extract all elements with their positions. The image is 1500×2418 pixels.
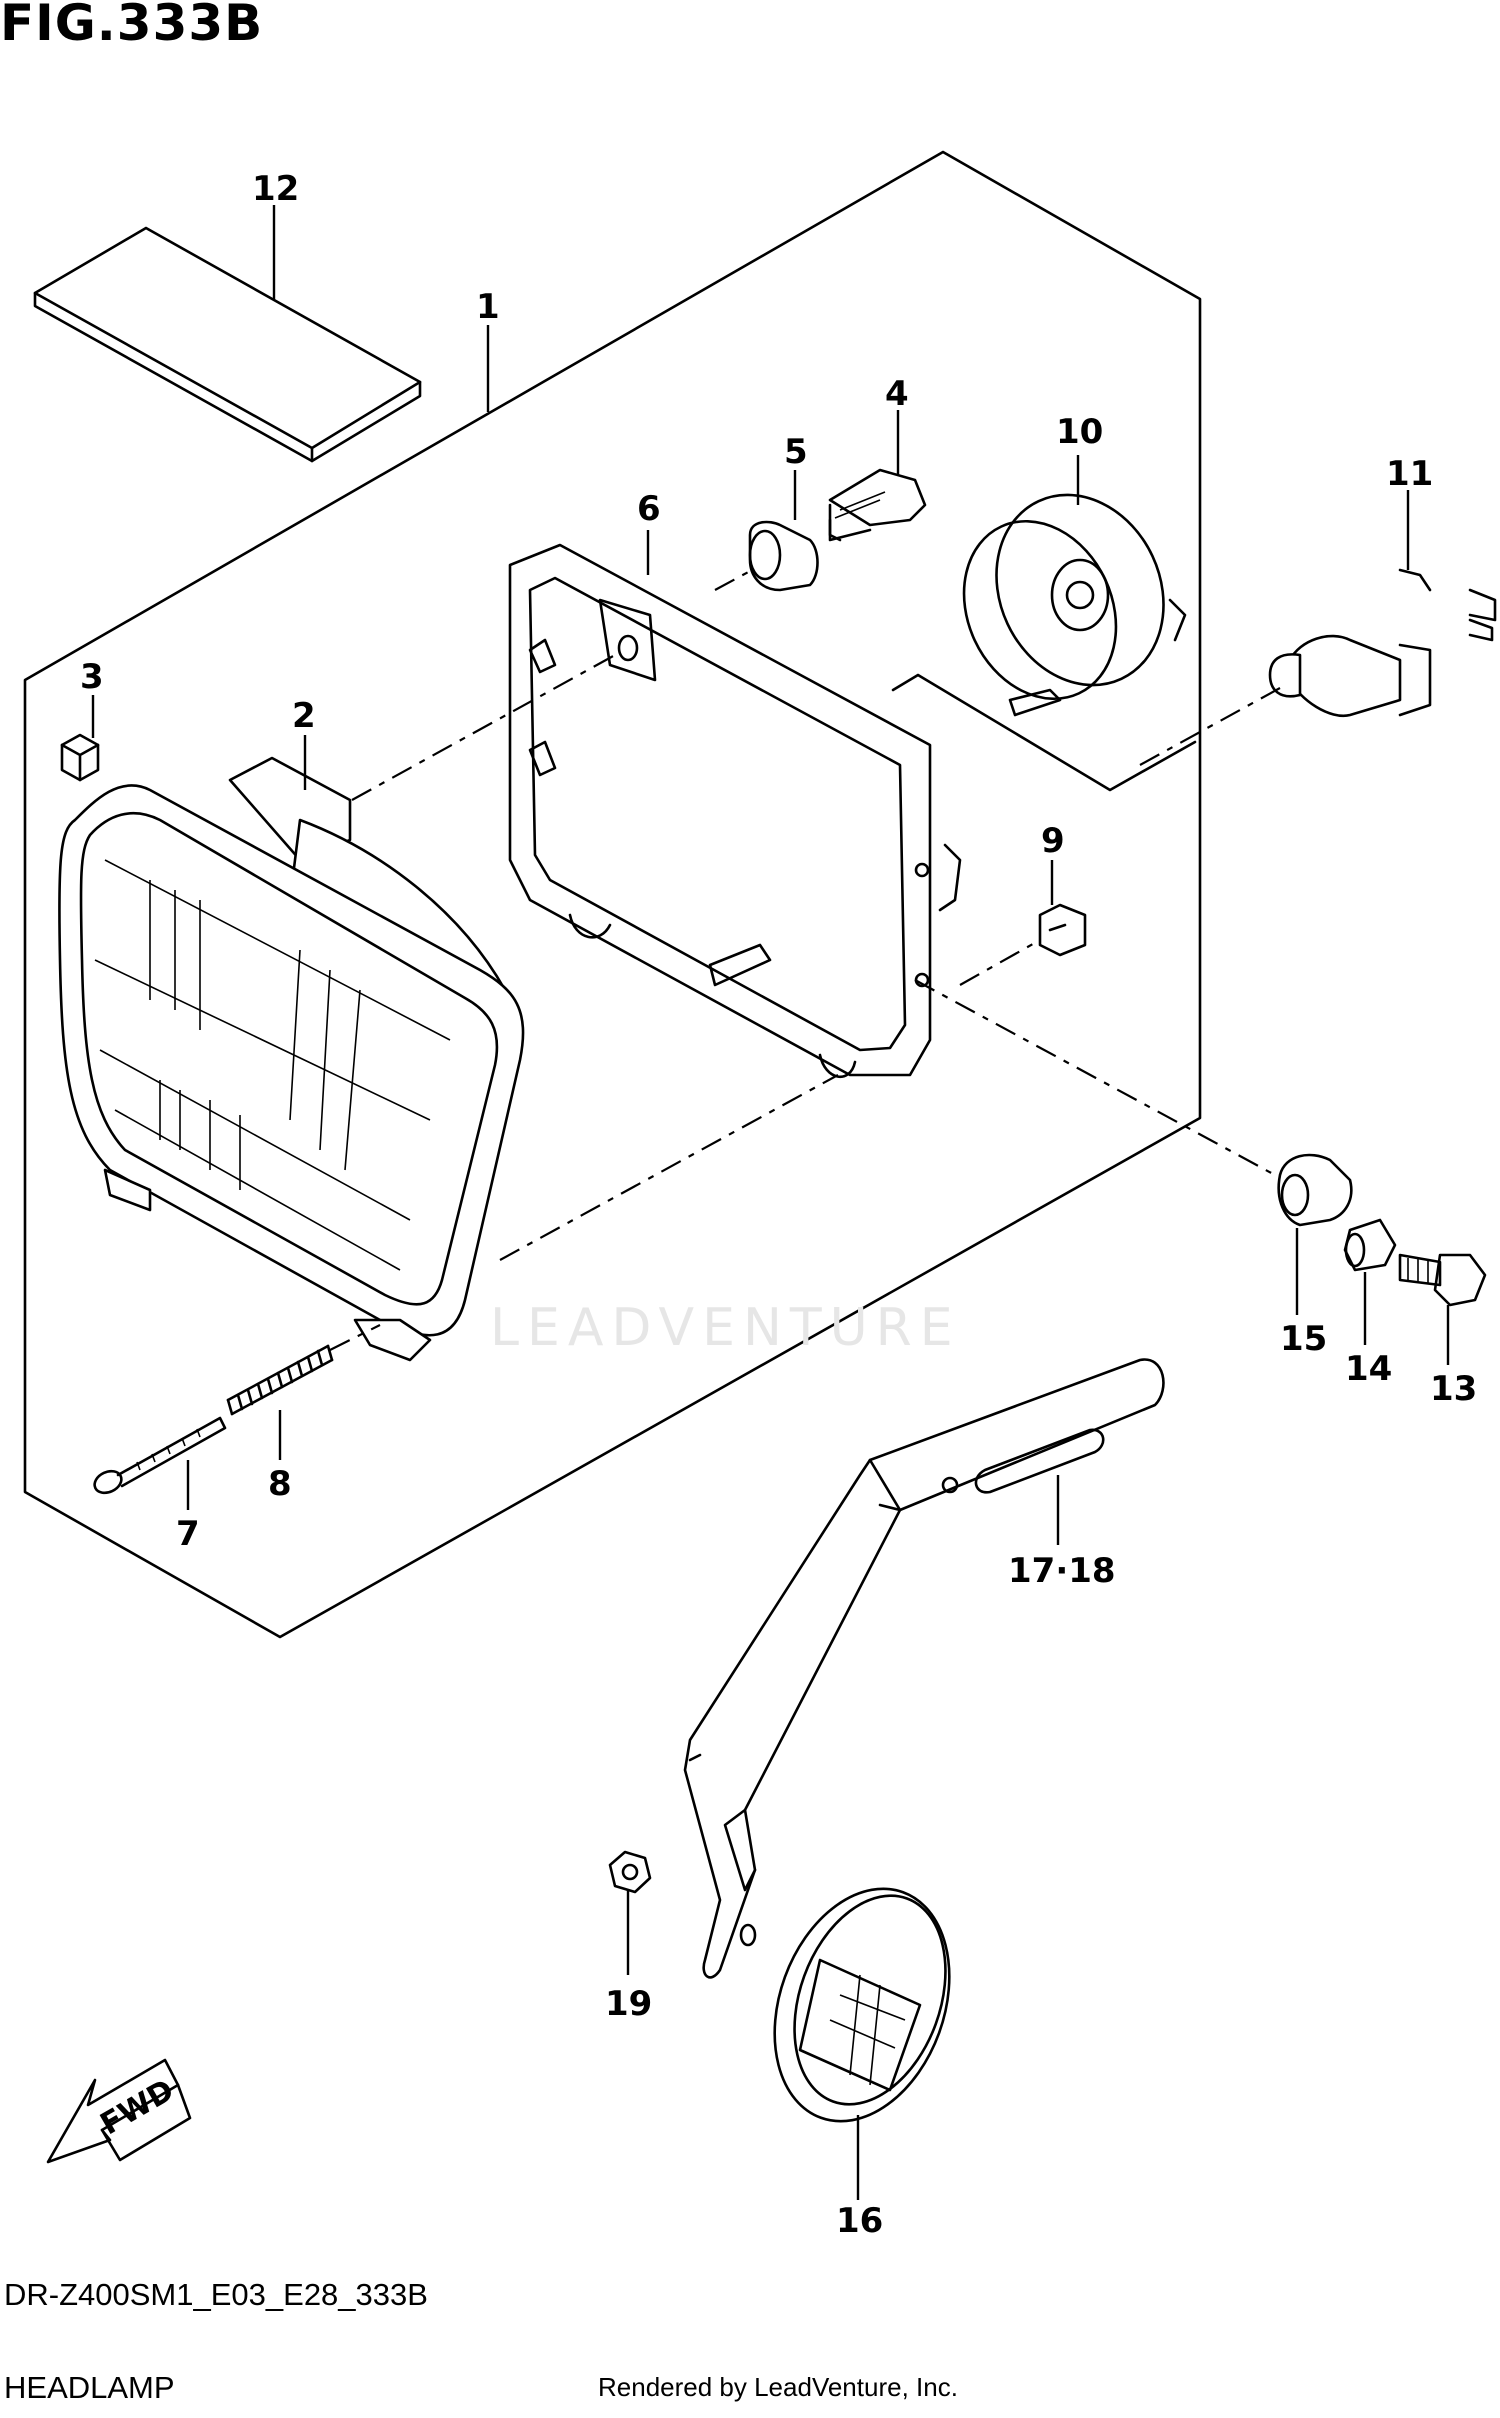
callout-14: 14: [1345, 1349, 1392, 1389]
callout-9: 9: [1041, 821, 1065, 861]
part-3-nut: [60, 733, 100, 782]
callout-13: 13: [1430, 1369, 1477, 1409]
callout-16: 16: [836, 2201, 883, 2241]
section-name: HEADLAMP: [4, 2370, 175, 2405]
assembly-boundary-box: [23, 150, 1202, 1639]
part-16-reflector: [773, 1887, 951, 2123]
callout-4: 4: [885, 374, 909, 414]
part-12-label-sheet: [33, 226, 422, 463]
part-2-headlamp-unit: [58, 756, 525, 1362]
part-6-housing-frame: [508, 543, 962, 1079]
figure-title: FIG.333B: [0, 0, 264, 52]
callout-6: 6: [637, 489, 661, 529]
callout-8: 8: [268, 1464, 292, 1504]
callout-7: 7: [176, 1514, 200, 1554]
callout-labels: 12 1 4 5 10 11 6 3 2 9 15 14 13 8 7 17·1…: [80, 169, 1477, 2241]
callout-2: 2: [292, 696, 316, 736]
part-11-bulb: [1268, 568, 1497, 718]
alignment-lines: [329, 569, 1281, 1351]
part-5-grommet: [748, 520, 819, 592]
callout-12: 12: [252, 169, 299, 209]
callout-11: 11: [1386, 454, 1433, 494]
callout-1: 1: [476, 287, 500, 327]
watermark: LEADVENTURE: [490, 1298, 961, 1358]
part-7-long-screw: [93, 1416, 227, 1495]
leader-lines: [91, 205, 1450, 2200]
callout-17-18: 17·18: [1008, 1551, 1116, 1591]
callout-5: 5: [784, 432, 808, 472]
part-14-collar: [1343, 1218, 1397, 1272]
rendered-by-credit: Rendered by LeadVenture, Inc.: [598, 2372, 958, 2402]
model-code: DR-Z400SM1_E03_E28_333B: [4, 2277, 428, 2312]
socket-group-outline: [891, 673, 1197, 792]
part-19-nut: [608, 1850, 652, 1894]
callout-10: 10: [1056, 412, 1103, 452]
part-9-clip-nut: [1038, 903, 1087, 957]
part-4-screw: [828, 468, 927, 542]
callout-3: 3: [80, 657, 104, 697]
part-10-socket-cover: [962, 493, 1187, 717]
part-13-bolt: [1398, 1253, 1487, 1307]
callout-19: 19: [605, 1984, 652, 2024]
part-15-grommet: [1277, 1153, 1353, 1227]
part-8-spring: [226, 1344, 334, 1416]
callout-15: 15: [1280, 1319, 1327, 1359]
part-17-18-bracket: [683, 1358, 1165, 1979]
fwd-direction-arrow: FWD: [46, 2058, 192, 2164]
